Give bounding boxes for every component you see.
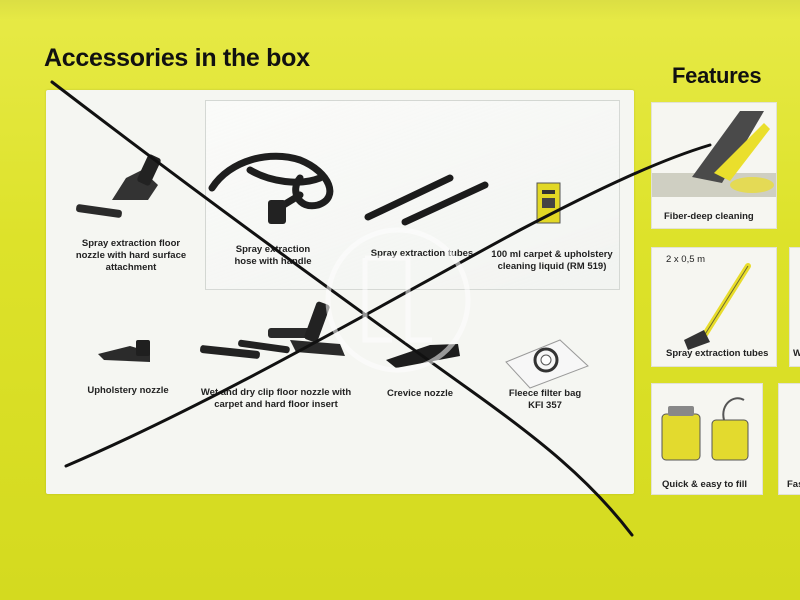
feature-label-quick-fill: Quick & easy to fill bbox=[662, 479, 747, 490]
feature-label-fiber-cleaning: Fiber-deep cleaning bbox=[664, 211, 754, 222]
feature-card-extraction-tubes: 2 x 0,5 m Spray extraction tubes bbox=[651, 247, 777, 367]
extraction-tube-icon bbox=[684, 263, 751, 350]
accessories-heading: Accessories in the box bbox=[44, 44, 310, 72]
feature-label-cut-2: Fas bbox=[787, 479, 800, 490]
hose-with-handle-icon bbox=[208, 152, 334, 224]
accessory-label-filter-bag: Fleece filter bag KFI 357 bbox=[508, 388, 582, 411]
upholstery-nozzle-icon bbox=[98, 340, 150, 362]
accessory-label-spray-floor-nozzle: Spray extraction floor nozzle with hard … bbox=[75, 238, 187, 273]
fill-tank-icon bbox=[661, 397, 749, 461]
feature-card-cut-2: Fas bbox=[778, 383, 800, 495]
accessory-label-tubes: Spray extraction tubes bbox=[370, 248, 474, 259]
feature-label-extraction-tubes: Spray extraction tubes bbox=[666, 348, 769, 359]
filter-bag-icon bbox=[505, 339, 589, 389]
feature-note-tube-length: 2 x 0,5 m bbox=[666, 254, 706, 265]
top-shadow bbox=[0, 0, 800, 20]
clip-floor-nozzle-icon bbox=[200, 301, 345, 359]
accessory-label-crevice-nozzle: Crevice nozzle bbox=[387, 388, 453, 399]
accessory-label-clip-floor-nozzle: Wet and dry clip floor nozzle with carpe… bbox=[200, 387, 352, 410]
features-heading: Features bbox=[672, 63, 762, 88]
fiber-cleaning-icon bbox=[652, 111, 776, 197]
accessory-label-cleaning-liquid: 100 ml carpet & upholstery cleaning liqu… bbox=[491, 249, 613, 272]
spray-floor-nozzle-icon bbox=[76, 154, 161, 218]
accessory-label-hose: Spray extraction hose with handle bbox=[234, 244, 312, 267]
extraction-tubes-icon bbox=[364, 174, 489, 226]
accessory-label-upholstery-nozzle: Upholstery nozzle bbox=[87, 385, 169, 396]
feature-card-quick-fill: Quick & easy to fill bbox=[651, 383, 763, 495]
feature-label-cut-1: W bbox=[793, 348, 800, 359]
feature-card-fiber-cleaning: Fiber-deep cleaning bbox=[651, 102, 777, 229]
feature-card-cut-1: W bbox=[789, 247, 800, 367]
